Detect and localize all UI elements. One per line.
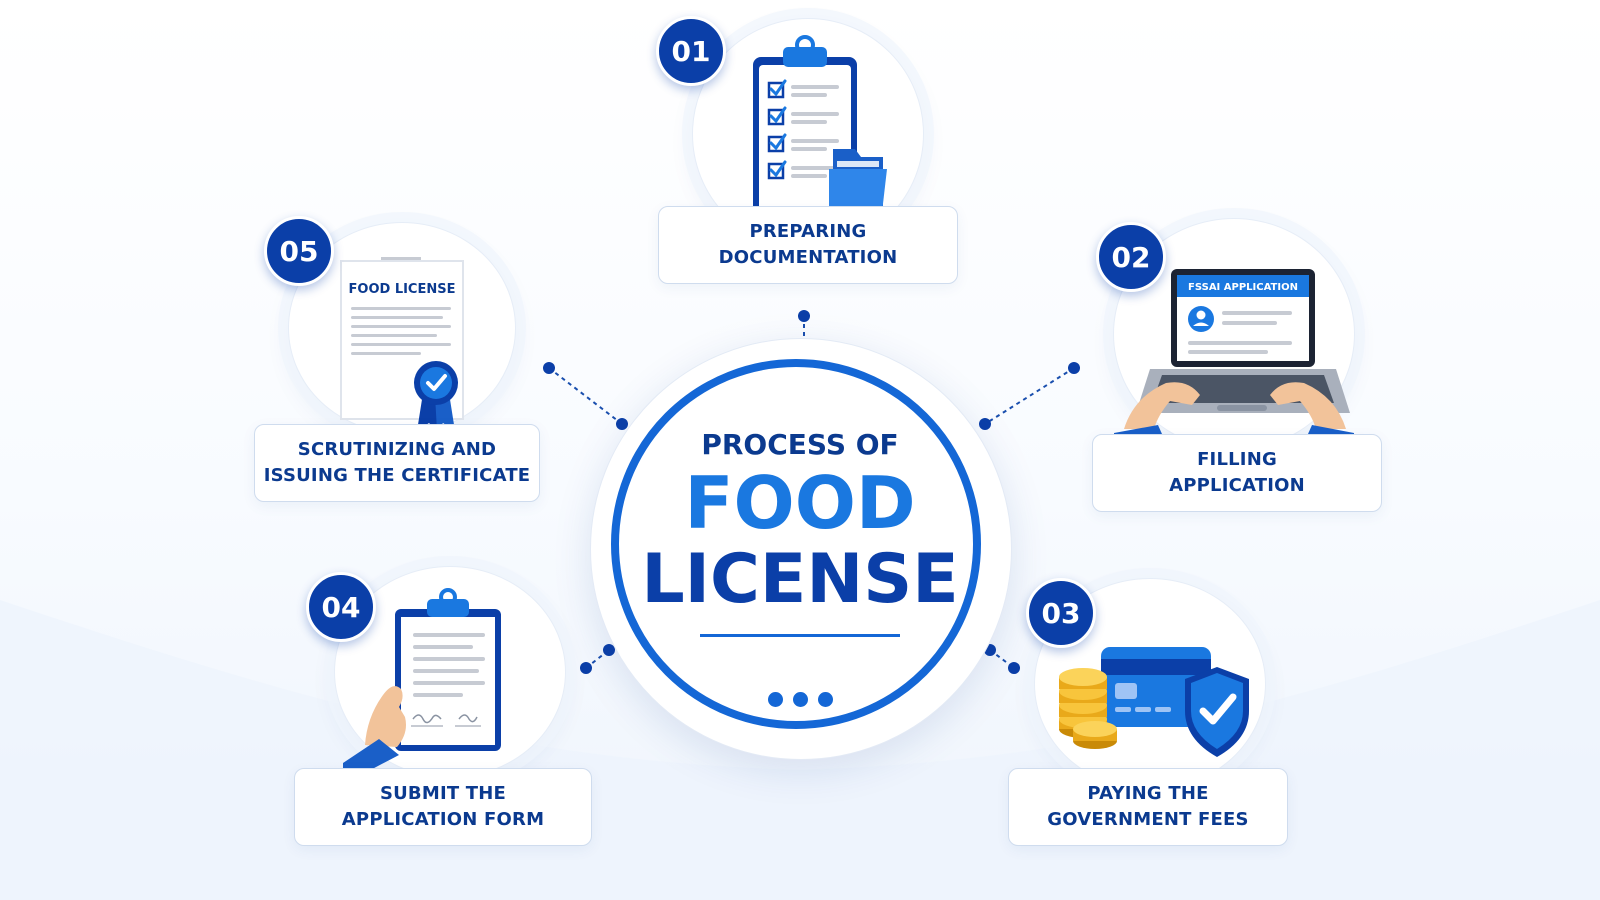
certificate-title: FOOD LICENSE <box>349 282 456 297</box>
step-01-label-line1: PREPARING <box>749 221 867 242</box>
center-title-license: LICENSE <box>641 540 959 619</box>
center-dot <box>793 692 808 707</box>
clipboard-hand-icon <box>343 588 501 777</box>
step-05-label-line1: SCRUTINIZING AND <box>297 439 497 460</box>
connector-dot <box>1068 362 1080 374</box>
connector-dot <box>1008 662 1020 674</box>
connector-dot <box>979 418 991 430</box>
step-02-badge: 02 <box>1096 222 1166 292</box>
step-02-label-line2: APPLICATION <box>1169 475 1305 496</box>
step-01-badge: 01 <box>656 16 726 86</box>
step-05-badge: 05 <box>264 216 334 286</box>
step-02-label: FILLING APPLICATION <box>1092 434 1382 512</box>
step-02-label-line1: FILLING <box>1197 449 1277 470</box>
step-04-label: SUBMIT THE APPLICATION FORM <box>294 768 592 846</box>
step-05-circle: FOOD LICENSE <box>288 222 516 434</box>
step-03-label-line2: GOVERNMENT FEES <box>1047 809 1249 830</box>
step-03-label-line1: PAYING THE <box>1087 783 1209 804</box>
clipboard-checklist-icon <box>753 35 887 221</box>
step-04-label-line1: SUBMIT THE <box>379 783 507 804</box>
center-title-food: FOOD <box>684 461 916 545</box>
connector-dot <box>603 644 615 656</box>
step-05-label-line2: ISSUING THE CERTIFICATE <box>263 465 531 486</box>
center-dot <box>768 692 783 707</box>
step-03-label: PAYING THE GOVERNMENT FEES <box>1008 768 1288 846</box>
step-05-label: SCRUTINIZING AND ISSUING THE CERTIFICATE <box>254 424 540 502</box>
certificate-icon: FOOD LICENSE <box>340 257 464 431</box>
step-03-badge: 03 <box>1026 578 1096 648</box>
center-dot <box>818 692 833 707</box>
connector-dot <box>616 418 628 430</box>
step-01-label: PREPARING DOCUMENTATION <box>658 206 958 284</box>
center-ring <box>611 359 981 729</box>
connector-dot <box>580 662 592 674</box>
connector-dot <box>798 310 810 322</box>
laptop-screen-title: FSSAI APPLICATION <box>1188 282 1298 293</box>
laptop-icon: FSSAI APPLICATION <box>1114 269 1354 449</box>
center-divider <box>700 634 900 637</box>
step-01-label-line2: DOCUMENTATION <box>718 247 898 268</box>
step-04-badge: 04 <box>306 572 376 642</box>
step-04-label-line2: APPLICATION FORM <box>341 809 545 830</box>
connector-dot <box>543 362 555 374</box>
credit-card-coins-icon <box>1059 647 1249 757</box>
center-subtitle: PROCESS OF <box>701 428 899 461</box>
